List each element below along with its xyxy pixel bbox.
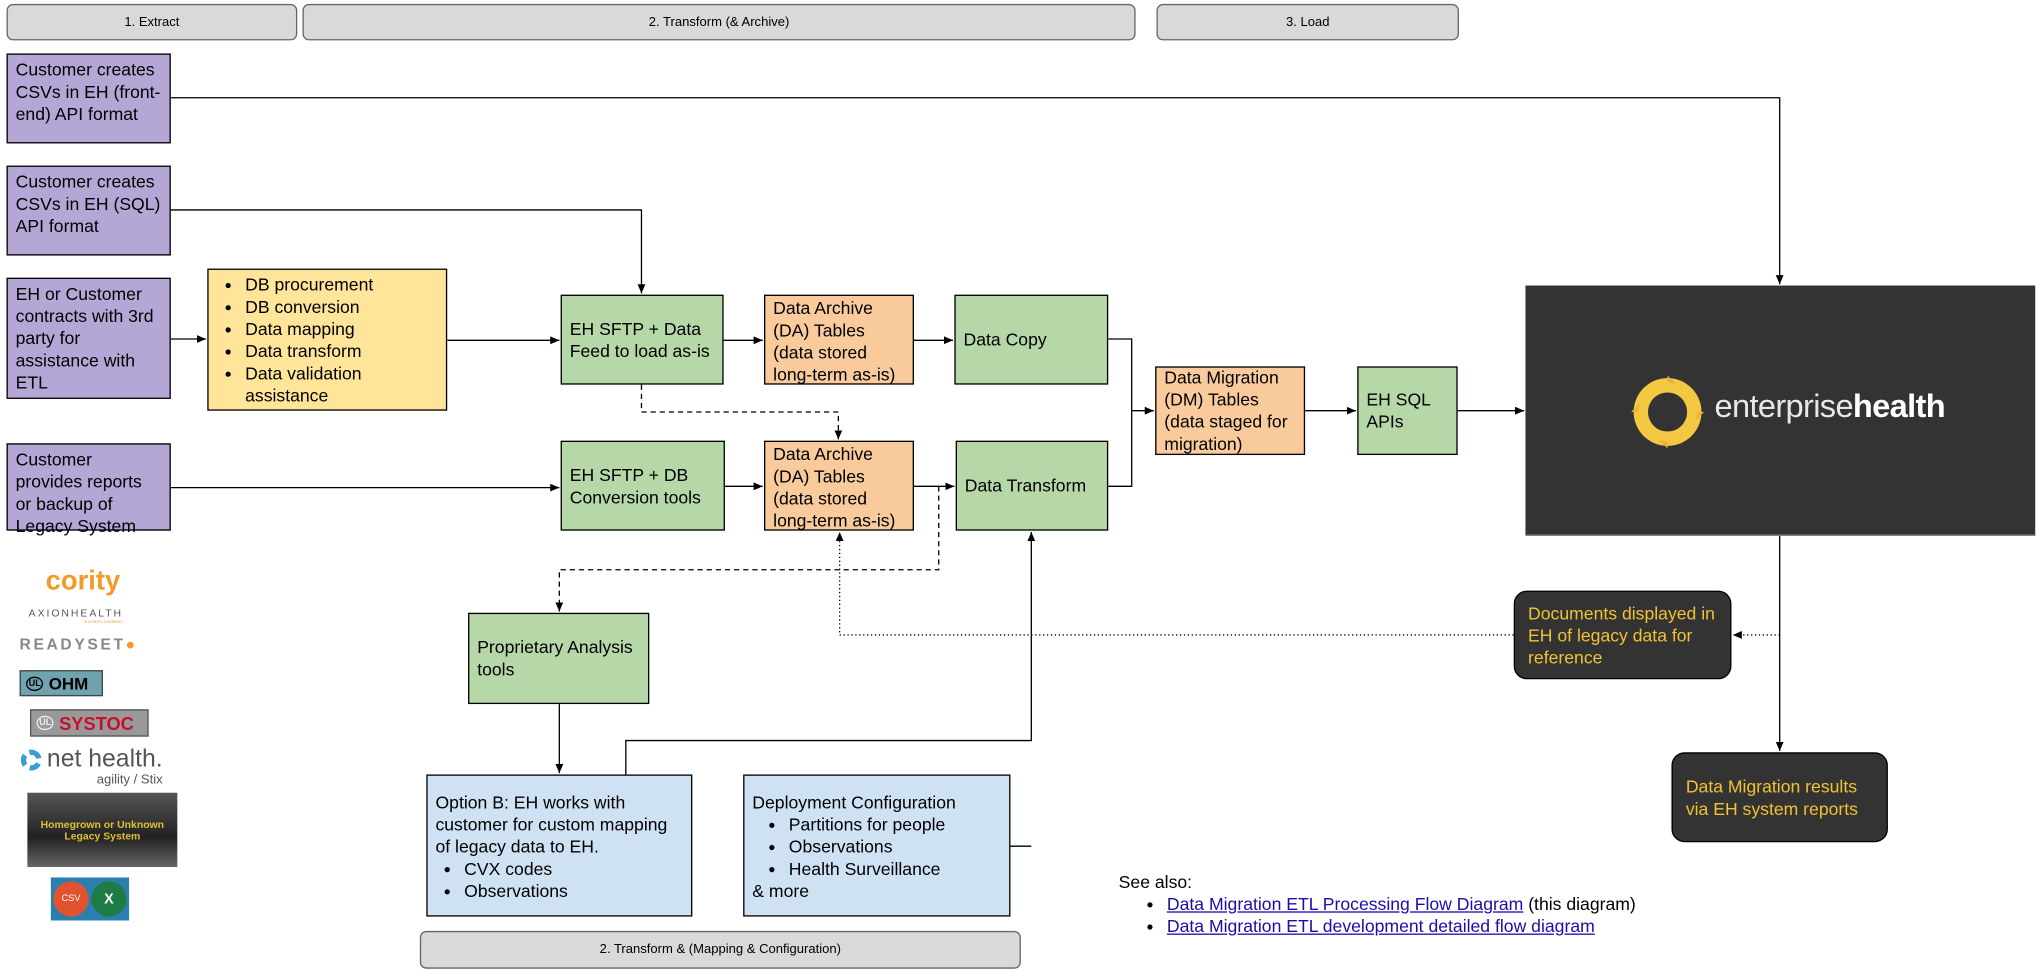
source-frontend-csv: Customer creates CSVs in EH (front-end) … (6, 53, 171, 144)
list-item: Partitions for people (789, 814, 1002, 836)
axion-text: AXIONHEALTH (28, 607, 124, 620)
phase-mapping: 2. Transform & (Mapping & Configuration) (419, 930, 1021, 969)
nethealth-sub: agility / Stix (96, 773, 163, 788)
link-processing-flow[interactable]: Data Migration ETL Processing Flow Diagr… (1166, 894, 1524, 914)
data-transform: Data Transform (955, 440, 1109, 531)
sftp-data-feed: EH SFTP + Data Feed to load as-is (560, 294, 724, 385)
sftp-db-conversion: EH SFTP + DB Conversion tools (560, 440, 725, 531)
net-health-logo: net health.agility / Stix (20, 745, 163, 788)
see-also: See also: Data Migration ETL Processing … (1119, 871, 1636, 937)
connector (170, 209, 646, 294)
connector-dashed (555, 486, 940, 612)
source-third-party: EH or Customer contracts with 3rd party … (6, 277, 171, 399)
list-item: DB conversion (245, 296, 438, 318)
phase-transform: 2. Transform (& Archive) (302, 3, 1136, 41)
data-migration-tables: Data Migration (DM) Tables (data staged … (1155, 366, 1306, 456)
option-b-title: Option B: EH works with customer for cus… (435, 792, 668, 857)
link-suffix: (this diagram) (1523, 894, 1636, 914)
data-archive-tables-1: Data Archive (DA) Tables (data stored lo… (764, 294, 914, 385)
readyset-text: READYSET (19, 634, 126, 654)
enterprise-health-system: enterprisehealth (1525, 285, 2036, 536)
source-sql-csv: Customer creates CSVs in EH (SQL) API fo… (6, 165, 171, 256)
connector-dashed (640, 384, 843, 440)
phase-load: 3. Load (1156, 3, 1459, 41)
connector-dotted (835, 531, 1514, 636)
connector (1108, 410, 1133, 487)
source-legacy-backup: Customer provides reports or backup of L… (6, 443, 171, 536)
excel-icon: X (91, 881, 127, 917)
nethealth-text: net health. (46, 745, 163, 774)
list-item: Observations (789, 836, 1002, 858)
connector (1108, 338, 1154, 415)
data-copy: Data Copy (954, 294, 1109, 385)
list-item: Health Surveillance (789, 858, 1002, 880)
deployment-footer: & more (752, 881, 810, 901)
readyset-logo: READYSET● (19, 634, 138, 654)
deployment-title: Deployment Configuration (752, 792, 956, 813)
link-development-flow[interactable]: Data Migration ETL development detailed … (1166, 916, 1595, 937)
see-also-label: See also: (1118, 872, 1193, 892)
list-item: Data validation assistance (245, 362, 438, 406)
see-also-item: Data Migration ETL development detailed … (1167, 915, 1636, 937)
wordmark-light: enterprise (1714, 388, 1853, 426)
third-party-services: DB procurement DB conversion Data mappin… (207, 268, 448, 411)
list-item: DB procurement (245, 274, 438, 296)
connector (625, 531, 1036, 775)
wordmark-bold: health (1852, 388, 1946, 426)
list-item: Observations (464, 880, 683, 902)
proprietary-analysis-tools: Proprietary Analysis tools (468, 612, 650, 705)
data-archive-tables-2: Data Archive (DA) Tables (data stored lo… (764, 440, 914, 531)
see-also-item: Data Migration ETL Processing Flow Diagr… (1167, 893, 1636, 915)
deployment-configuration: Deployment Configuration Partitions for … (743, 774, 1011, 917)
ohm-text: OHM (48, 673, 89, 693)
list-item: CVX codes (464, 858, 683, 880)
phase-extract: 1. Extract (6, 3, 298, 41)
list-item: Data mapping (245, 318, 438, 340)
migration-results: Data Migration results via EH system rep… (1671, 752, 1888, 843)
documents-displayed: Documents displayed in EH of legacy data… (1513, 590, 1732, 680)
enterprise-health-wordmark: enterprisehealth (1714, 389, 1945, 427)
enterprise-health-sun-icon (1631, 375, 1705, 449)
option-b-custom-mapping: Option B: EH works with customer for cus… (426, 774, 693, 917)
csv-icon: CSV (53, 881, 89, 917)
homegrown-legacy-system-image: Homegrown or Unknown Legacy System (27, 792, 178, 868)
cority-logo: cority (45, 565, 121, 596)
eh-sql-apis: EH SQL APIs (1357, 366, 1458, 456)
connector (170, 97, 1784, 285)
axion-sub: A CORITY COMPANY (84, 619, 124, 625)
list-item: Data transform (245, 340, 438, 362)
systoc-text: SYSTOC (59, 712, 134, 734)
